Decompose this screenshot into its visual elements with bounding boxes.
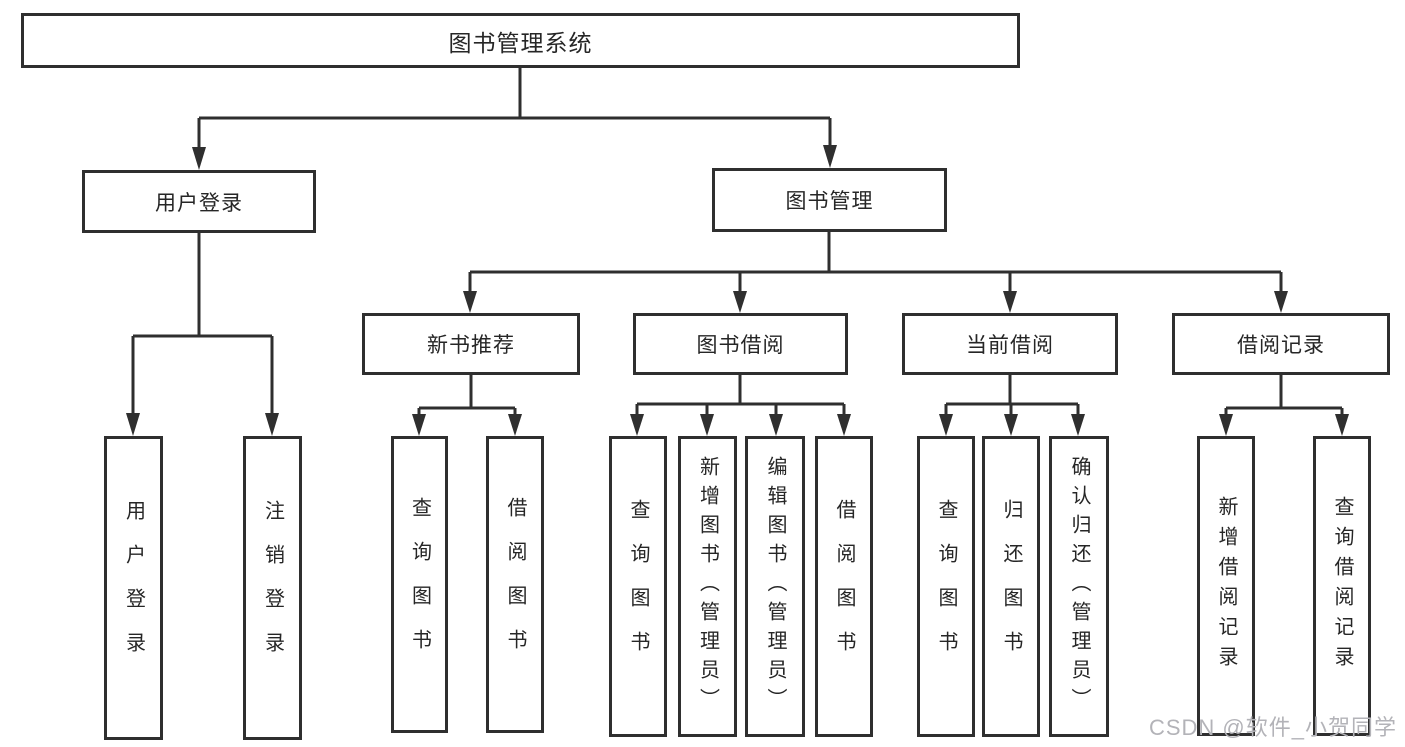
node-leaf-borrow-book: 借阅图书 (486, 436, 544, 733)
arrowhead (192, 147, 206, 170)
arrowhead (1335, 414, 1349, 436)
connector-userlogin-to-leaves (131, 233, 274, 413)
node-leaf-return-book: 归还图书 (982, 436, 1040, 737)
arrowhead (939, 414, 953, 436)
node-leaf-user-login: 用户登录 (104, 436, 163, 740)
node-label: 新增借阅记录 (1215, 496, 1237, 676)
node-label: 注销登录 (261, 500, 284, 676)
connector-bookmgmt-to-level3 (468, 232, 1283, 291)
arrowhead (700, 414, 714, 436)
arrowhead (733, 291, 747, 313)
arrowhead (630, 414, 644, 436)
arrowhead (412, 414, 426, 436)
node-library-system: 图书管理系统 (21, 13, 1020, 68)
node-label: 当前借阅 (966, 334, 1054, 357)
arrowhead (1274, 291, 1288, 313)
arrowhead (1004, 414, 1018, 436)
node-user-login: 用户登录 (82, 170, 316, 233)
node-label: 查询图书 (627, 498, 649, 675)
node-current-borrow: 当前借阅 (902, 313, 1118, 375)
node-label: 借阅图书 (504, 496, 526, 673)
node-leaf-query-borrow-record: 查询借阅记录 (1313, 436, 1371, 736)
node-label: 确认归还（管理员） (1068, 456, 1090, 717)
arrowheads (126, 145, 1349, 436)
node-book-borrow: 图书借阅 (633, 313, 848, 375)
arrowhead (769, 414, 783, 436)
node-borrow-records: 借阅记录 (1172, 313, 1390, 375)
node-label: 借阅记录 (1237, 334, 1325, 357)
connector-newbook-to-leaves (417, 375, 517, 414)
connector-root-to-level2 (197, 68, 832, 147)
arrowhead (1219, 414, 1233, 436)
arrowhead (265, 413, 279, 436)
arrowhead (823, 145, 837, 168)
node-label: 图书借阅 (696, 334, 785, 357)
node-label: 查询图书 (408, 496, 431, 673)
node-label: 新书推荐 (427, 334, 515, 357)
node-new-book-recommend: 新书推荐 (362, 313, 580, 375)
node-label: 借阅图书 (833, 498, 855, 675)
node-label: 编辑图书（管理员） (764, 456, 786, 717)
connector-borrowrecords-to-leaves (1224, 375, 1344, 414)
node-label: 图书管理 (785, 190, 874, 213)
node-leaf-add-book-admin: 新增图书（管理员） (678, 436, 737, 737)
node-leaf-edit-book-admin: 编辑图书（管理员） (745, 436, 805, 737)
arrowhead (508, 414, 522, 436)
node-label: 图书管理系统 (448, 29, 593, 56)
node-label: 查询借阅记录 (1331, 496, 1353, 676)
connector-currentborrow-to-leaves (944, 375, 1080, 414)
node-leaf-query-book: 查询图书 (609, 436, 667, 737)
arrowhead (837, 414, 851, 436)
csdn-watermark: CSDN @软件_小贺同学 (1148, 715, 1397, 740)
node-label: 归还图书 (1000, 498, 1022, 675)
node-leaf-add-borrow-record: 新增借阅记录 (1197, 436, 1255, 736)
node-leaf-query-book: 查询图书 (917, 436, 975, 737)
node-leaf-query-book: 查询图书 (391, 436, 448, 733)
node-leaf-logout: 注销登录 (243, 436, 302, 740)
node-label: 用户登录 (122, 500, 145, 676)
arrowhead (126, 413, 140, 436)
arrowhead (1003, 291, 1017, 313)
node-leaf-borrow-book: 借阅图书 (815, 436, 873, 737)
node-label: 用户登录 (155, 191, 243, 215)
node-label: 新增图书（管理员） (696, 456, 719, 717)
node-label: 查询图书 (935, 498, 957, 675)
arrowhead (1071, 414, 1085, 436)
node-leaf-confirm-return-admin: 确认归还（管理员） (1049, 436, 1109, 737)
arrowhead (463, 291, 477, 313)
connector-bookborrow-to-leaves (635, 375, 846, 414)
node-book-management: 图书管理 (712, 168, 947, 232)
